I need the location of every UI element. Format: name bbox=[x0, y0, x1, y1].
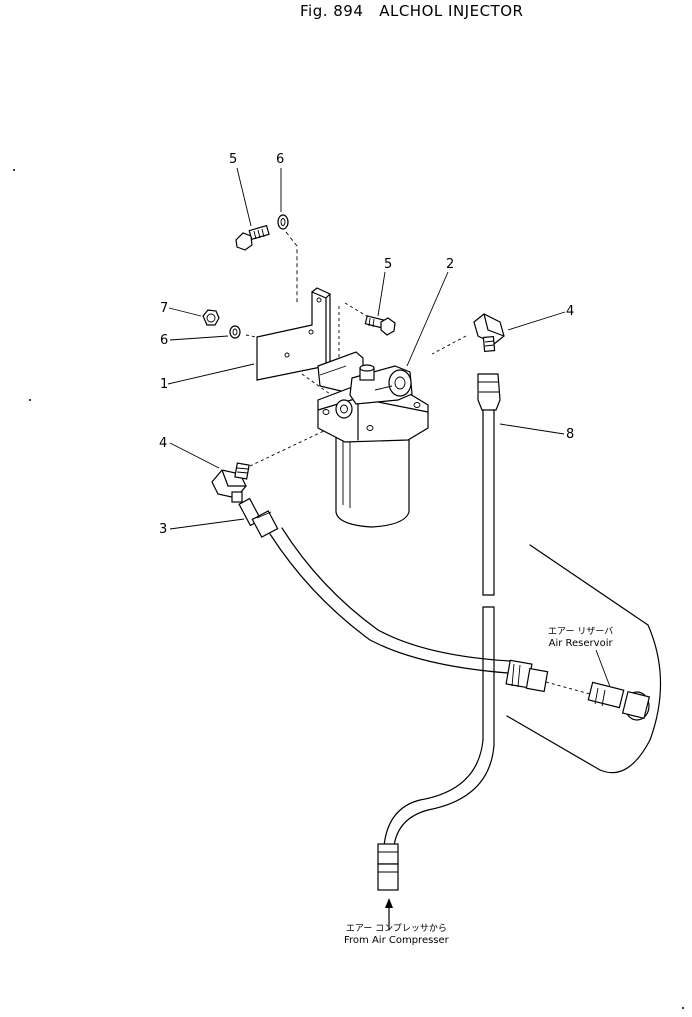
bolt-lower bbox=[364, 315, 396, 336]
air-reservoir-label-en: Air Reservoir bbox=[548, 638, 613, 649]
alcohol-injector bbox=[317, 364, 429, 528]
figure-name: ALCHOL INJECTOR bbox=[379, 2, 524, 20]
callout-4-left-elbow: 4 bbox=[159, 436, 168, 451]
figure-title: Fig. 894 ALCHOL INJECTOR bbox=[300, 2, 523, 20]
callout-6-lower-washer: 6 bbox=[160, 333, 169, 348]
air-reservoir-label: エアー リザーバ Air Reservoir bbox=[548, 627, 613, 649]
callout-3-hose: 3 bbox=[159, 522, 168, 537]
compressor-fitting bbox=[377, 843, 399, 931]
callout-1-bracket: 1 bbox=[160, 377, 169, 392]
air-compressor-label-jp: エアー コンプレッサから bbox=[345, 924, 447, 934]
air-compressor-label-en: From Air Compresser bbox=[344, 935, 449, 946]
bracket bbox=[256, 287, 364, 393]
washer-lower bbox=[229, 325, 241, 339]
elbow-fitting-right bbox=[473, 313, 505, 353]
callout-2-injector: 2 bbox=[446, 257, 455, 272]
washer-upper bbox=[277, 214, 289, 230]
bolt-upper bbox=[235, 224, 270, 251]
air-reservoir bbox=[506, 544, 662, 774]
stray-dot bbox=[29, 399, 31, 401]
air-reservoir-label-jp: エアー リザーバ bbox=[548, 627, 614, 637]
callout-4-right-elbow: 4 bbox=[566, 304, 575, 319]
hose bbox=[238, 497, 549, 693]
elbow-fitting-left bbox=[211, 462, 250, 503]
callout-8-pipe: 8 bbox=[566, 427, 575, 442]
leader-lines bbox=[167, 167, 613, 693]
callout-7-nut: 7 bbox=[160, 301, 169, 316]
callout-5-lower-bolt: 5 bbox=[384, 257, 393, 272]
air-compressor-label: エアー コンプレッサから From Air Compresser bbox=[344, 924, 449, 946]
stray-dot bbox=[13, 169, 15, 171]
callout-5-upper-bolt: 5 bbox=[229, 152, 238, 167]
nut bbox=[202, 309, 220, 326]
callout-6-upper-washer: 6 bbox=[276, 152, 285, 167]
pipe-vertical bbox=[383, 373, 501, 847]
stray-dot bbox=[682, 1007, 684, 1009]
figure-number: Fig. 894 bbox=[300, 2, 364, 20]
